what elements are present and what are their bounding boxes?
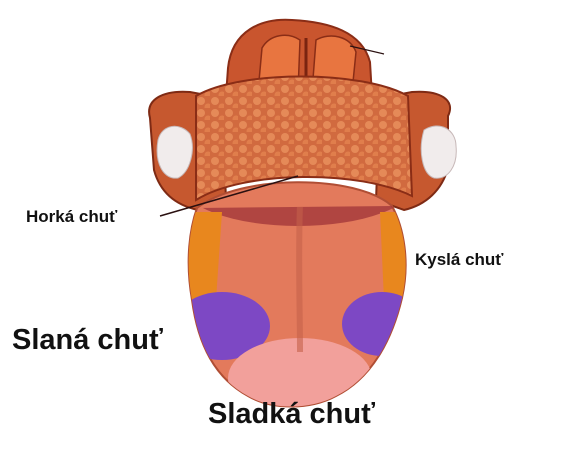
bitter-taste-label: Horká chuť — [26, 207, 117, 227]
sour-taste-label: Kyslá chuť — [415, 250, 503, 270]
salty-taste-label: Slaná chuť — [12, 324, 163, 357]
salty-zone-right — [342, 292, 422, 356]
sweet-taste-label: Sladká chuť — [208, 398, 375, 431]
sour-zone-left — [176, 212, 222, 300]
